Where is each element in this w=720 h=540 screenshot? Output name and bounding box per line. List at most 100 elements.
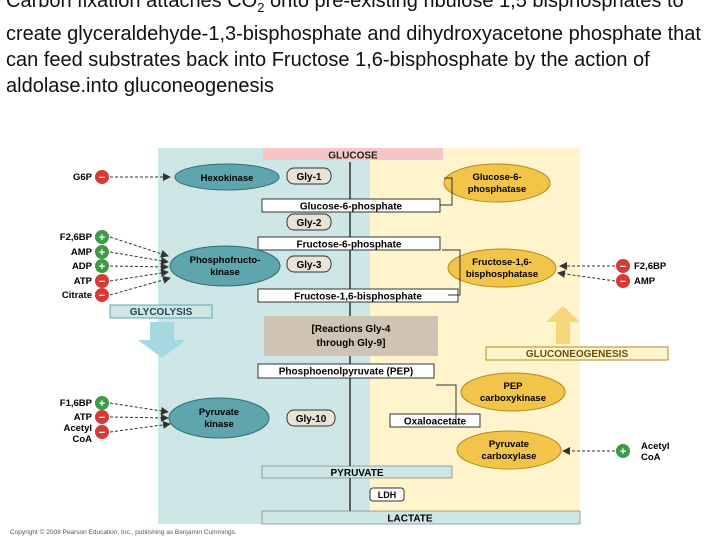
reg-citrate-sign <box>95 288 109 302</box>
gly10-label: Gly-10 <box>296 414 327 425</box>
reg-amp-right-sign-text: − <box>620 276 626 288</box>
f16bp-label: Fructose-1,6-bisphosphate <box>294 292 422 303</box>
reg-f16bp-sign <box>95 396 109 410</box>
gluconeogenesis-up-arrow <box>546 306 580 344</box>
g6pase-label-2: phosphatase <box>468 184 527 195</box>
gng-connector-top <box>440 177 453 206</box>
hexokinase-label: Hexokinase <box>201 173 254 184</box>
copyright-notice: Copyright © 2008 Pearson Education, Inc.… <box>10 528 237 536</box>
g6pase-enzyme <box>443 163 551 203</box>
gly2-label: Gly-2 <box>296 218 321 229</box>
gly3-box <box>286 255 332 273</box>
pepck-label-2: carboxykinase <box>480 393 546 404</box>
pfk-label-1: Phosphofructo- <box>190 255 261 266</box>
reg-citrate-arrow <box>109 276 171 296</box>
reg-acetylcoa-label-2: CoA <box>72 434 92 445</box>
reg-atp-label: ATP <box>74 276 93 287</box>
glucose-bar <box>263 148 443 160</box>
gly3-label: Gly-3 <box>296 260 321 271</box>
pyruvate-kinase-label-2: kinase <box>204 419 234 430</box>
glucose-label: GLUCOSE <box>328 151 378 162</box>
ldh-label: LDH <box>378 490 397 500</box>
pc-label-2: carboxylase <box>482 451 537 462</box>
fbpase-label-2: bisphosphatase <box>466 269 538 280</box>
reg-f26bp-sign <box>95 230 109 244</box>
gng-connector-mid <box>442 249 461 296</box>
reg-acetylcoa-sign <box>95 425 109 439</box>
glycolysis-label: GLYCOLYSIS <box>130 307 193 318</box>
lactate-label: LACTATE <box>387 514 433 525</box>
pc-enzyme <box>456 430 562 470</box>
glycolysis-label-box <box>109 304 213 319</box>
reg-atp-sign <box>95 274 109 288</box>
ldh-box <box>369 487 405 502</box>
reg-g6p-label: G6P <box>73 172 93 183</box>
reg-f26bp-sign-text: + <box>99 232 105 244</box>
reg-f26bp-label: F2,6BP <box>60 232 93 243</box>
reg-acetylcoa-arrow <box>109 420 171 433</box>
g6pase-label-1: Glucose-6- <box>472 172 521 183</box>
lactate-bar <box>261 510 581 525</box>
middle-reactions-box <box>264 316 438 356</box>
glycolysis-down-arrow <box>138 322 186 358</box>
pyruvate-label: PYRUVATE <box>331 468 384 479</box>
gng-connector-low <box>436 384 457 420</box>
reg-f16bp-label: F1,6BP <box>60 398 93 409</box>
f6p-label: Fructose-6-phosphate <box>296 240 401 251</box>
reg-acetylcoa-label-1: Acetyl <box>63 423 92 434</box>
gluconeogenesis-label: GLUCONEOGENESIS <box>526 349 629 360</box>
caption-part-a: Carbon fixation attaches CO <box>6 0 258 12</box>
reg-amp-right-label: AMP <box>634 276 656 287</box>
reg-acetylcoa-right-sign-text: + <box>620 446 626 458</box>
reg-g6p-sign <box>95 170 109 184</box>
gly10-box <box>286 409 336 427</box>
caption-part-b: onto pre-existing ribulose 1,5 bisphosph… <box>6 0 701 97</box>
reg-adp-sign <box>95 259 109 273</box>
gly2-box <box>286 213 332 231</box>
gly1-box <box>286 167 332 185</box>
middle-reactions-line2: through Gly-9] <box>317 338 386 349</box>
reg-atp2-label: ATP <box>74 412 93 423</box>
reg-f16bp-sign-text: + <box>99 398 105 410</box>
caption-subscript: 2 <box>257 0 265 15</box>
reg-acetylcoa-right-sign <box>616 444 630 458</box>
pfk-enzyme <box>169 245 281 287</box>
reg-f26bp-right-label: F2,6BP <box>634 261 667 272</box>
reg-f26bp-right-sign <box>616 259 630 273</box>
reg-acetylcoa-right-label-2: CoA <box>641 452 661 463</box>
reg-amp-right-arrow <box>557 270 616 282</box>
pyruvate-bar <box>261 465 453 479</box>
reg-f26bp-right-sign-text: − <box>620 261 626 273</box>
reg-g6p-sign-text: − <box>99 172 105 184</box>
fbpase-label-1: Fructose-1,6- <box>472 257 532 268</box>
pepck-label-1: PEP <box>503 381 523 392</box>
reg-amp-sign-text: + <box>99 247 105 259</box>
pfk-label-2: kinase <box>210 267 240 278</box>
f6p-bar <box>257 236 441 251</box>
gluconeogenesis-label-box <box>485 346 669 361</box>
reg-amp-label: AMP <box>71 247 93 258</box>
hexokinase-enzyme <box>174 163 280 191</box>
oxaloacetate-label: Oxaloacetate <box>404 417 467 428</box>
middle-reactions-line1: [Reactions Gly-4 <box>312 324 391 335</box>
reg-adp-label: ADP <box>72 261 93 272</box>
fbpase-enzyme <box>447 248 557 288</box>
reg-atp-sign-text: − <box>99 276 105 288</box>
reg-adp-sign-text: + <box>99 261 105 273</box>
reg-atp2-sign-text: − <box>99 412 105 424</box>
gly1-label: Gly-1 <box>296 172 321 183</box>
reg-f26bp-arrow <box>109 236 169 258</box>
g6p-label: Glucose-6-phosphate <box>300 202 403 213</box>
reg-amp-right-sign <box>616 274 630 288</box>
pyruvate-kinase-label-1: Pyruvate <box>199 407 239 418</box>
reg-amp-sign <box>95 245 109 259</box>
reg-atp2-sign <box>95 410 109 424</box>
reg-citrate-label: Citrate <box>62 290 92 301</box>
oxaloacetate-bar <box>389 413 481 428</box>
pep-label: Phosphoenolpyruvate (PEP) <box>279 367 413 378</box>
pc-label-1: Pyruvate <box>489 439 529 450</box>
pepck-enzyme <box>460 372 566 412</box>
pyruvate-kinase-enzyme <box>168 397 270 439</box>
caption: Carbon fixation attaches CO2 onto pre-ex… <box>6 0 718 99</box>
